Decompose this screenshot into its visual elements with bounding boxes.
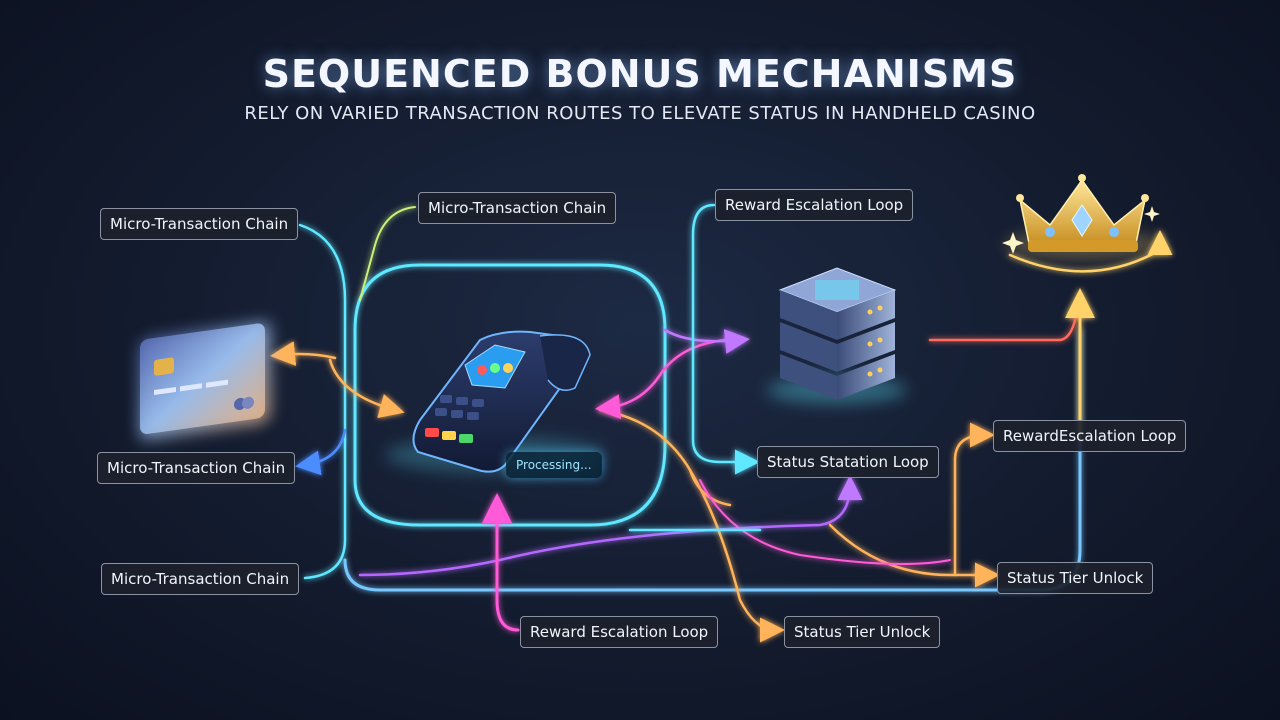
cyan-top-right (691, 203, 760, 475)
server-stack-icon (767, 267, 907, 404)
label-micro-transaction-chain-3: Micro-Transaction Chain (97, 452, 296, 484)
card-in-arrow (270, 341, 337, 366)
magenta-to-terminal (482, 493, 520, 632)
violet-bottom-path (358, 475, 863, 577)
orange-right-path (828, 523, 1000, 588)
blue-left-path (298, 223, 347, 580)
orange-up-path (953, 422, 995, 577)
card-to-terminal-path (328, 358, 405, 419)
label-status-station-loop: Status Statation Loop (757, 446, 939, 478)
server-red-path (928, 298, 1080, 342)
label-micro-transaction-chain-2: Micro-Transaction Chain (418, 192, 617, 224)
crown-icon (1002, 174, 1165, 259)
label-micro-transaction-chain-4: Micro-Transaction Chain (101, 563, 300, 595)
label-reward-escalation-loop-1: Reward Escalation Loop (715, 189, 914, 221)
credit-card-icon (140, 322, 270, 439)
crown-connectors (928, 230, 1173, 442)
label-status-tier-unlock-2: Status Tier Unlock (784, 616, 941, 648)
label-status-tier-unlock-1: Status Tier Unlock (997, 562, 1154, 594)
label-micro-transaction-chain-1: Micro-Transaction Chain (100, 208, 299, 240)
magenta-connectors (482, 328, 951, 632)
violet-to-server (663, 328, 750, 354)
green-top-path (359, 206, 416, 301)
cyan-connectors (628, 203, 762, 532)
label-reward-escalation-loop-3: Reward Escalation Loop (520, 616, 719, 648)
terminal-status-badge: Processing... (506, 452, 602, 478)
label-reward-escalation-loop-2: RewardEscalation Loop (993, 420, 1187, 452)
orange-status-path (688, 468, 732, 507)
magenta-lower-path (699, 479, 951, 565)
terminal-right-orange (598, 408, 785, 643)
orange-connectors (270, 341, 1000, 643)
page-subtitle: RELY ON VARIED TRANSACTION ROUTES TO ELE… (244, 103, 1036, 124)
page-title: SEQUENCED BONUS MECHANISMS (262, 52, 1018, 96)
core-loop (295, 206, 1082, 592)
left-blue-arrow (295, 428, 347, 476)
crown-swoosh (1008, 230, 1173, 273)
magenta-from-server (595, 338, 727, 420)
